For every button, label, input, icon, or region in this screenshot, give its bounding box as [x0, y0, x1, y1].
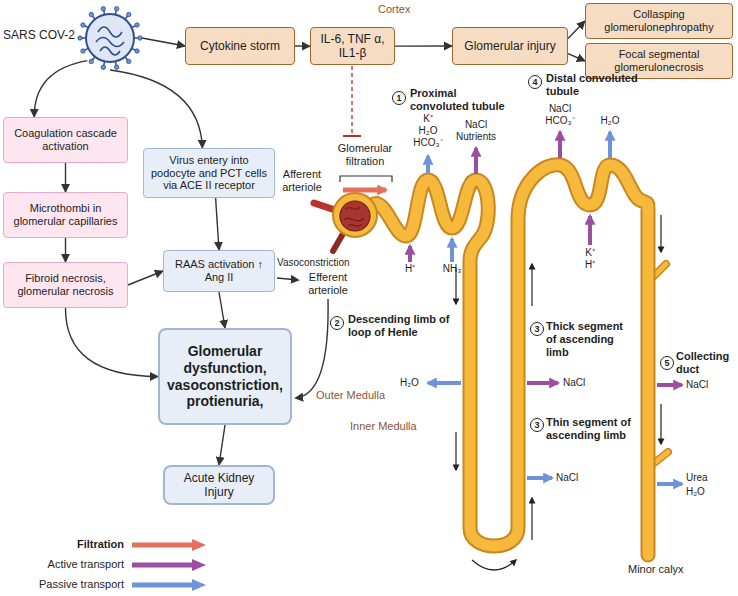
efferent-arrow	[296, 299, 328, 398]
box-text: Cytokine storm	[200, 39, 280, 53]
legend-swatch	[130, 558, 210, 572]
process-box: RAAS activation ↑ Ang II	[163, 250, 275, 292]
part-label: Inner Medulla	[350, 420, 417, 433]
filtration-arrow	[343, 188, 386, 193]
callout-number: 3	[530, 322, 544, 336]
legend-text: Filtration	[2, 538, 124, 550]
legend-text: Passive transport	[2, 578, 124, 590]
flow-connector	[219, 425, 225, 465]
flow-connector	[142, 38, 185, 46]
box-text: Collasping glomerulonephropathy	[592, 8, 726, 34]
part-label: NaCl	[556, 472, 578, 484]
flow-connector	[568, 21, 585, 38]
process-box: Virus entery into podocyte and PCT cells…	[143, 148, 275, 198]
part-label: Nutrients	[450, 131, 502, 143]
process-box: Cytokine storm	[185, 27, 295, 65]
process-box: IL-6, TNF α, IL1-β	[310, 27, 395, 65]
flow-connector	[216, 198, 219, 250]
callout-number: 3	[530, 418, 544, 432]
part-label: NaCl	[450, 119, 502, 131]
glomerulus-capillary	[344, 207, 364, 226]
virus-drawing	[78, 6, 142, 70]
part-label: Glomerular filtration	[330, 142, 400, 168]
legend-swatch	[130, 538, 210, 552]
process-box: Glomerular injury	[452, 27, 568, 65]
bracket	[340, 176, 392, 182]
part-label: NaCl	[540, 103, 580, 115]
part-label: HCO₃⁻	[408, 137, 448, 149]
box-text: Focal segmental glomerulonecrosis	[592, 48, 726, 74]
box-text: IL-6, TNF α, IL1-β	[317, 32, 388, 60]
flow-connector	[34, 61, 87, 117]
part-label: Descending limb of loop of Henle	[348, 313, 456, 339]
part-label: K⁺	[578, 247, 602, 259]
part-label: Efferent arteriole	[300, 271, 356, 297]
vasoconstriction-arrow	[277, 278, 298, 280]
part-label: HCO₃⁻	[540, 115, 580, 127]
box-text: Glomerular injury	[464, 39, 555, 53]
part-label: NH₃	[440, 263, 464, 275]
process-box: Coagulation cascade activation	[3, 117, 128, 163]
legend-swatch	[130, 578, 210, 592]
part-label: K⁺	[408, 113, 448, 125]
transport-arrows	[410, 132, 682, 484]
process-box: Fibroid necrosis, glomerular necrosis	[3, 262, 128, 308]
part-label: Outer Medulla	[316, 389, 385, 402]
box-text: Fibroid necrosis, glomerular necrosis	[10, 272, 121, 298]
part-label: H₂O	[595, 115, 625, 127]
part-label: Thick segment of ascending limb	[546, 320, 634, 359]
part-label: H⁺	[578, 259, 602, 271]
part-label: Afferent arteriole	[274, 168, 330, 194]
flow-connector	[128, 271, 163, 285]
box-text: Microthombi in glomerular capillaries	[10, 202, 121, 228]
nephron-tubule	[372, 165, 648, 555]
part-label: Cortex	[378, 3, 410, 16]
virus-icon: SARS COV-2	[78, 6, 142, 70]
box-text: Coagulation cascade activation	[10, 127, 121, 153]
flow-connector	[65, 238, 66, 262]
flow-connector	[395, 45, 452, 47]
callout-number: 2	[330, 316, 344, 330]
glomerulus	[340, 201, 370, 231]
nephron-tubule	[372, 165, 648, 555]
part-label: NaCl	[563, 377, 585, 389]
callout-number: 1	[392, 91, 406, 105]
part-label: Proximal convoluted tubule	[410, 87, 510, 113]
legend-text: Active transport	[2, 558, 124, 570]
part-label: H₂O	[686, 486, 705, 498]
flow-arrows	[456, 215, 661, 570]
virus-label: SARS COV-2	[3, 28, 73, 42]
box-text: Glomerular dysfunction, vasoconstriction…	[166, 343, 284, 409]
flow-connector	[219, 292, 225, 328]
box-text: Virus entery into podocyte and PCT cells…	[150, 154, 268, 193]
part-label: H₂O	[400, 377, 419, 389]
part-label: H₂O	[408, 125, 448, 137]
outcome-box: Collasping glomerulonephropathy	[585, 3, 733, 39]
callout-number: 4	[528, 75, 542, 89]
part-label: Urea	[686, 472, 708, 484]
part-label: Minor calyx	[628, 563, 684, 576]
part-label: H⁺	[398, 263, 422, 275]
part-label: Thin segment of ascending limb	[546, 416, 634, 442]
callout-number: 5	[660, 356, 674, 370]
flow-connector	[568, 54, 585, 61]
box-text: Acute Kidney Injury	[171, 471, 267, 499]
part-label: NaCl	[686, 379, 708, 391]
flow-connector	[295, 45, 310, 47]
part-label: Vasoconstriction	[277, 257, 350, 269]
flow-connector	[65, 163, 66, 192]
bowman-capsule	[333, 193, 377, 237]
efferent-arteriole	[333, 232, 344, 251]
flow-connector	[65, 308, 158, 377]
part-label: Collecting duct	[676, 350, 734, 376]
outcome-box: Acute Kidney Injury	[163, 465, 275, 505]
process-box: Microthombi in glomerular capillaries	[3, 192, 128, 238]
inhibition-line	[351, 66, 352, 136]
box-text: RAAS activation ↑ Ang II	[170, 258, 268, 284]
inhibition-bar	[343, 135, 361, 137]
process-box: Glomerular dysfunction, vasoconstriction…	[158, 328, 292, 425]
part-label: Distal convoluted tubule	[546, 72, 642, 98]
